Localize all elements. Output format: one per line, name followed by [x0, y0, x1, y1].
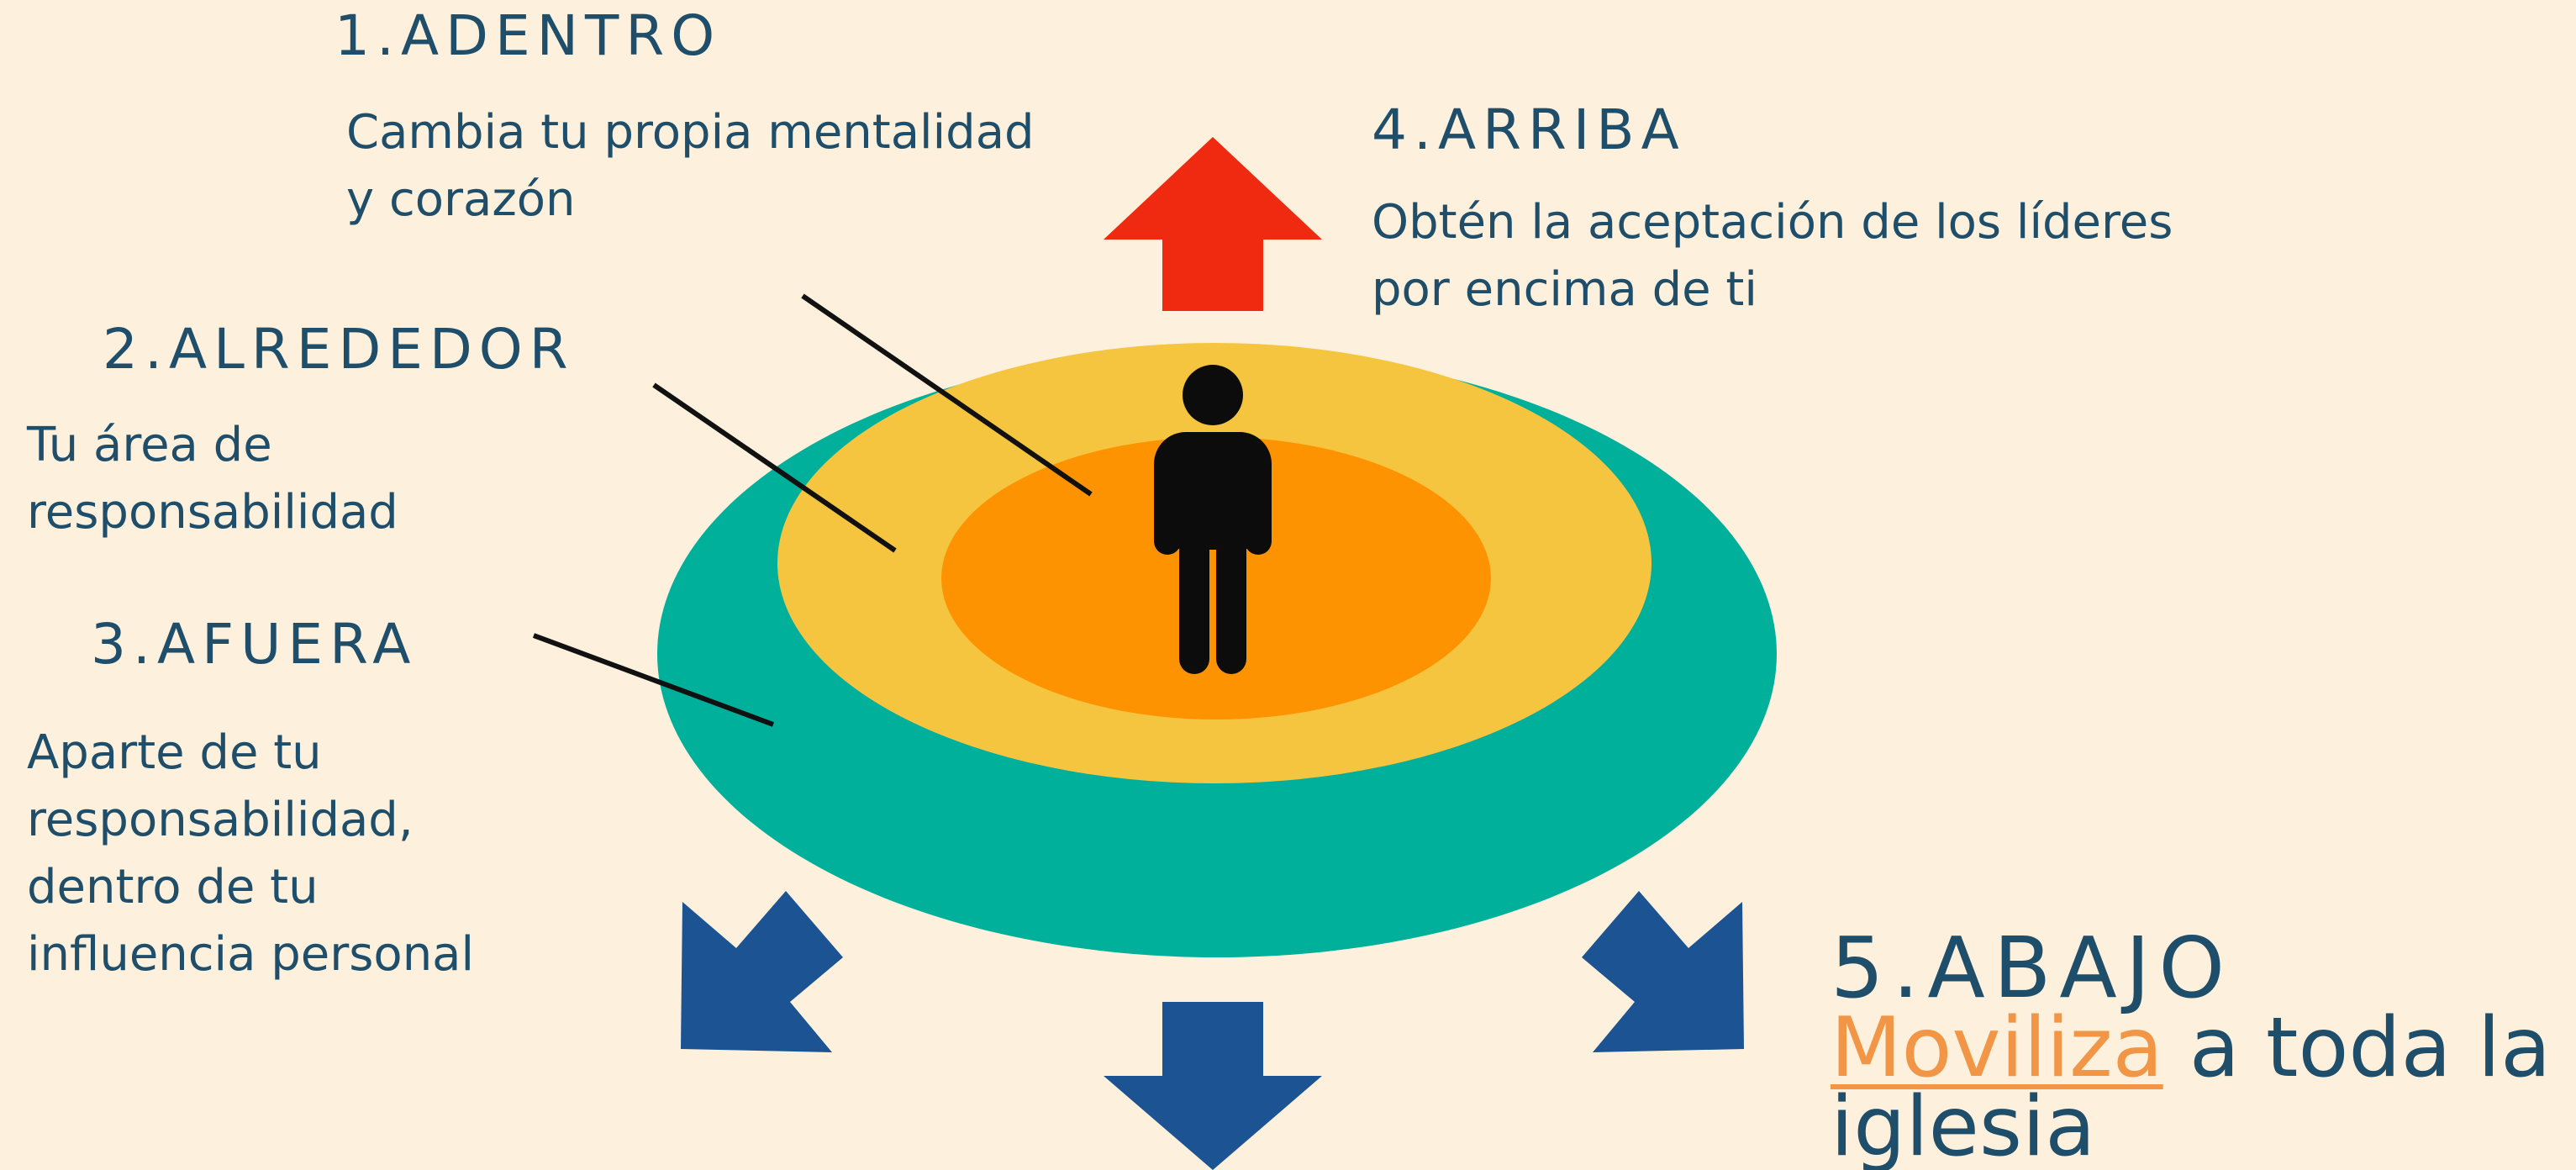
- step-3-description: Aparte de tu responsabilidad, dentro de …: [27, 719, 474, 988]
- step-4-title: 4.ARRIBA: [1372, 98, 1686, 162]
- step-5-highlight-word: Moviliza: [1831, 1000, 2163, 1096]
- step-4-description: Obtén la aceptación de los líderes por e…: [1372, 189, 2173, 324]
- step-1-line-2: y corazón: [346, 172, 576, 227]
- step-1-line-1: Cambia tu propia mentalidad: [346, 105, 1035, 160]
- arrow-down-left-icon: [681, 891, 843, 1052]
- step-5-title: 5.ABAJO: [1831, 919, 2234, 1017]
- leader-line-2: [652, 382, 897, 553]
- person-icon: [1154, 365, 1272, 674]
- step-1-description: Cambia tu propia mentalidad y corazón: [346, 99, 1035, 234]
- arrow-down-right-icon: [1582, 891, 1744, 1052]
- step-5-line-1: Moviliza a toda la: [1831, 1007, 2551, 1089]
- step-2-description: Tu área de responsabilidad: [27, 412, 398, 546]
- step-2-line-1: Tu área de: [27, 418, 272, 472]
- leader-line-1: [801, 293, 1093, 497]
- arrow-down-icon: [1104, 1002, 1322, 1170]
- step-4-line-2: por encima de ti: [1372, 262, 1757, 317]
- step-2-title: 2.ALREDEDOR: [103, 317, 575, 382]
- step-3-line-2: responsabilidad,: [27, 793, 414, 847]
- step-5-line-2: iglesia: [1831, 1079, 2096, 1170]
- step-2-line-2: responsabilidad: [27, 485, 398, 540]
- step-3-title: 3.AFUERA: [91, 612, 418, 677]
- leader-line-3: [532, 633, 775, 727]
- step-1-title: 1.ADENTRO: [335, 3, 722, 68]
- step-4-line-1: Obtén la aceptación de los líderes: [1372, 195, 2173, 250]
- step-5-line-1-rest: a toda la: [2162, 1000, 2552, 1096]
- step-3-line-1: Aparte de tu: [27, 725, 322, 780]
- step-3-line-4: influencia personal: [27, 927, 475, 982]
- step-3-line-3: dentro de tu: [27, 860, 319, 914]
- arrow-up-icon: [1104, 137, 1322, 311]
